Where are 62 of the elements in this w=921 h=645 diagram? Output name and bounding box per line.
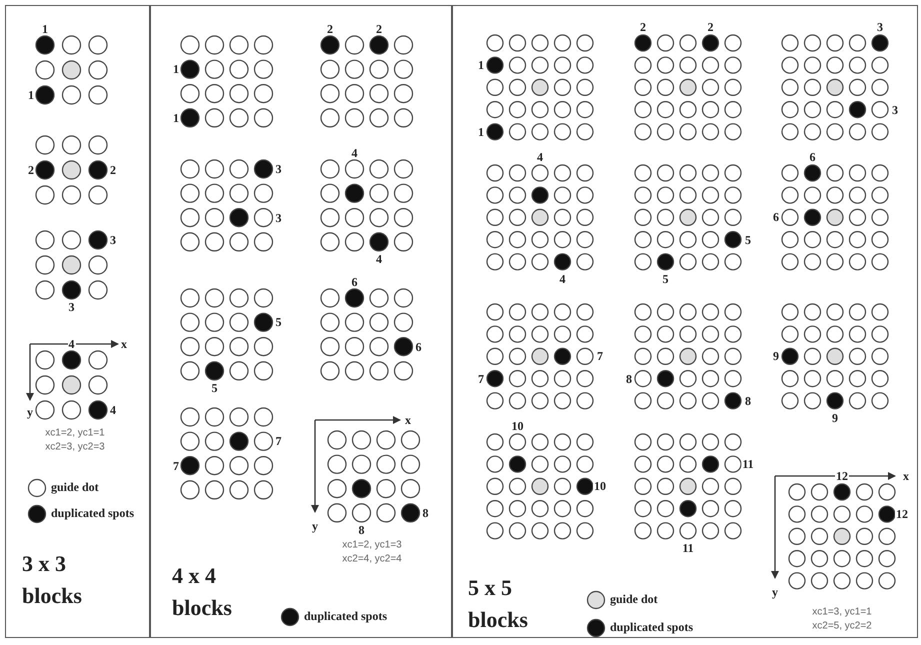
callout-number: 6 xyxy=(808,151,816,163)
callout-number: 4 xyxy=(68,338,76,350)
callout-number: 4 xyxy=(109,404,117,416)
coordinate-note: xc2=5, yc2=2 xyxy=(812,620,872,632)
callout-number: 12 xyxy=(835,470,849,482)
callout-number: 4 xyxy=(536,151,544,163)
callout-number: 1 xyxy=(172,63,180,76)
callout-number: 10 xyxy=(510,420,524,432)
callout-number: 6 xyxy=(772,211,780,224)
callout-number: 8 xyxy=(358,524,366,536)
panel-heading: 3 x 3 blocks xyxy=(22,550,83,610)
callout-number: 2 xyxy=(27,164,35,176)
panel-heading: 5 x 5 blocks xyxy=(468,574,529,634)
callout-number: 6 xyxy=(350,276,358,288)
callout-number: 5 xyxy=(662,272,670,285)
callout-number: 10 xyxy=(593,480,607,492)
callout-number: 3 xyxy=(274,212,282,224)
callout-number: 2 xyxy=(375,23,383,35)
callout-number: 1 xyxy=(172,112,180,124)
callout-number: 5 xyxy=(210,382,218,394)
callout-number: 3 xyxy=(891,104,899,116)
legend-text: guide dot xyxy=(610,592,659,607)
callout-number: 3 xyxy=(109,234,117,246)
callout-number: 8 xyxy=(744,394,752,407)
callout-number: 7 xyxy=(274,435,282,448)
callout-number: 7 xyxy=(477,372,485,385)
callout-number: 2 xyxy=(109,164,117,176)
callout-number: 3 xyxy=(274,163,282,175)
coordinate-note: xc1=2, yc1=1 xyxy=(45,428,105,438)
callout-number: 8 xyxy=(625,372,633,385)
callout-number: 3 xyxy=(68,301,76,313)
callout-number: 9 xyxy=(772,350,780,362)
callout-number: 3 xyxy=(876,21,884,33)
callout-number: 1 xyxy=(41,23,49,35)
callout-number: 7 xyxy=(596,350,604,362)
coordinate-note: xc1=2, yc1=3 xyxy=(342,540,402,550)
callout-number: 6 xyxy=(414,340,422,353)
callout-number: 12 xyxy=(895,508,909,520)
callout-number: 7 xyxy=(172,460,180,472)
callout-number: 8 xyxy=(422,506,430,519)
legend-text: duplicated spots xyxy=(610,620,694,635)
coordinate-note: xc2=3, yc2=3 xyxy=(45,442,105,452)
callout-number: 2 xyxy=(706,21,714,33)
callout-number: 2 xyxy=(326,23,334,35)
legend-text: duplicated spots xyxy=(304,609,388,624)
callout-number: 4 xyxy=(375,252,383,265)
callout-number: 1 xyxy=(477,126,485,138)
callout-number: 1 xyxy=(27,89,35,101)
legend-text: guide dot xyxy=(51,480,100,495)
callout-number: 1 xyxy=(477,59,485,72)
callout-number: 5 xyxy=(744,234,752,246)
callout-number: 5 xyxy=(274,316,282,328)
callout-number: 11 xyxy=(681,542,695,554)
callout-number: 11 xyxy=(741,458,755,470)
panel-heading: 4 x 4 blocks xyxy=(172,562,233,622)
coordinate-note: xc2=4, yc2=4 xyxy=(342,554,402,564)
legend-text: duplicated spots xyxy=(51,506,136,521)
callout-number: 4 xyxy=(558,272,566,285)
coordinate-note: xc1=3, yc1=1 xyxy=(812,606,872,618)
callout-number: 4 xyxy=(350,147,358,159)
callout-number: 9 xyxy=(831,412,839,424)
callout-number: 2 xyxy=(639,21,647,33)
